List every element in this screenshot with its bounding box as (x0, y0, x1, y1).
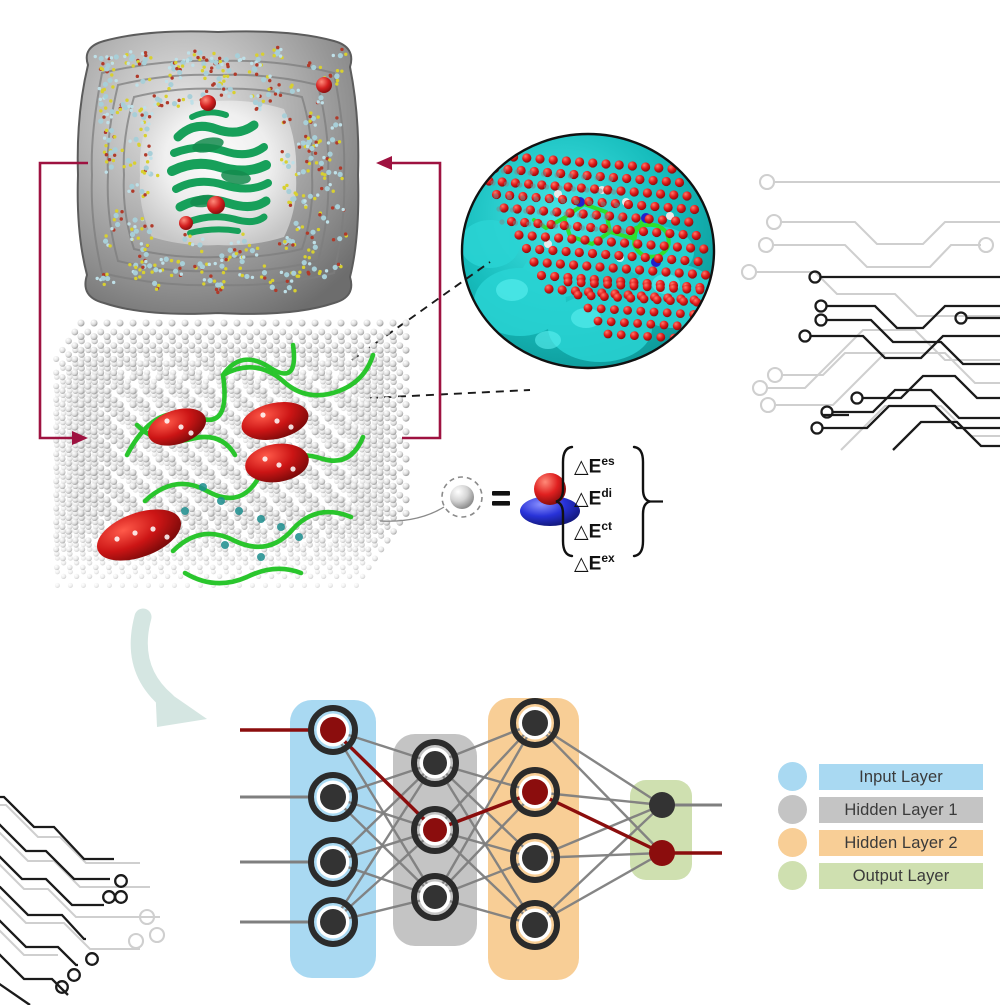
probe-sphere (450, 485, 474, 509)
energy-term: △Edi (574, 486, 612, 510)
network-edge (331, 762, 437, 923)
circuit-traces-bottom-left (0, 795, 166, 1005)
network-node-hidden1-0[interactable] (411, 739, 459, 787)
legend-label: Hidden Layer 1 (844, 800, 958, 819)
network-edge (332, 860, 436, 899)
neural-network-diagram (240, 698, 722, 980)
brace-close-icon (632, 445, 663, 558)
legend-label: Output Layer (852, 866, 950, 885)
probe-equation-graphics (379, 473, 580, 526)
legend-label: Input Layer (859, 767, 943, 786)
network-node-hidden2-0[interactable] (510, 698, 560, 748)
molecular-dynamics-solvation-box (76, 30, 360, 315)
legend-item-1[interactable]: Hidden Layer 1 (778, 793, 983, 826)
network-edge (434, 721, 536, 765)
legend-item-0[interactable]: Input Layer (778, 760, 983, 793)
network-node-input-0[interactable] (308, 705, 358, 755)
probe-molecule (520, 473, 580, 526)
network-node-hidden2-1[interactable] (510, 767, 560, 817)
network-node-output-1[interactable] (649, 840, 675, 866)
legend-swatch-icon (778, 762, 807, 791)
energy-terms-block: △Ees △Edi △Ect △Eex (554, 444, 664, 574)
energy-term: △Ect (574, 518, 612, 542)
network-node-input-3[interactable] (308, 897, 358, 947)
probe-sphere-callout (441, 476, 483, 518)
legend-label: Hidden Layer 2 (844, 833, 958, 852)
network-edge (434, 790, 536, 832)
network-edge (534, 804, 663, 926)
network-edge (534, 722, 663, 854)
network-node-input-2[interactable] (308, 837, 358, 887)
legend-swatch-icon (778, 828, 807, 857)
network-node-hidden1-1[interactable] (411, 806, 459, 854)
network-node-hidden2-3[interactable] (510, 900, 560, 950)
grid-point-zoom-inset (460, 132, 716, 370)
legend-item-2[interactable]: Hidden Layer 2 (778, 826, 983, 859)
legend-swatch-icon (778, 795, 807, 824)
network-edge (434, 895, 536, 927)
network-node-hidden2-2[interactable] (510, 833, 560, 883)
network-node-output-0[interactable] (649, 792, 675, 818)
ion-spheres (179, 77, 332, 230)
workflow-bracket-connectors (38, 156, 442, 445)
network-edge (434, 856, 536, 899)
network-edge (332, 828, 436, 864)
network-edge (332, 728, 436, 765)
legend-label-bar: Hidden Layer 2 (819, 829, 983, 856)
network-node-input-1[interactable] (308, 772, 358, 822)
brace-open-icon (555, 445, 574, 558)
energy-term: △Ees (574, 454, 615, 478)
legend-label-bar: Input Layer (819, 763, 983, 790)
network-edge (332, 895, 436, 924)
flow-arrow-to-network (130, 608, 207, 727)
network-node-hidden1-2[interactable] (411, 873, 459, 921)
equals-sign (492, 491, 510, 506)
network-edge (534, 721, 663, 807)
legend-swatch-icon (778, 861, 807, 890)
circuit-traces-top-right (740, 173, 1000, 451)
probe-energy-decomposition (379, 455, 672, 565)
interaction-energy-grid (53, 319, 410, 588)
legend-label-bar: Output Layer (819, 862, 983, 889)
legend-item-3[interactable]: Output Layer (778, 859, 983, 892)
legend-label-bar: Hidden Layer 1 (819, 796, 983, 823)
energy-term: △Eex (574, 550, 615, 575)
